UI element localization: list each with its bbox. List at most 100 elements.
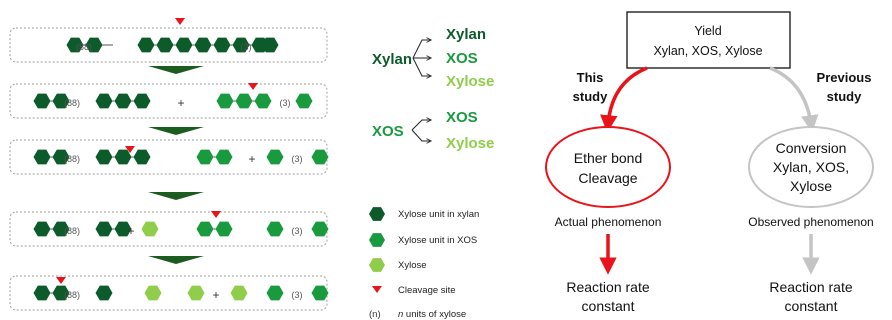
left-circle-line1: Ether bond <box>574 150 643 166</box>
row3-hexagon-icon <box>95 149 113 165</box>
row2-label-3: (3) <box>280 98 291 108</box>
xylose-hexagon-icon <box>369 258 385 272</box>
row4-cleavage-site <box>211 211 221 218</box>
legend-label-xylan: Xylose unit in xylan <box>398 209 479 220</box>
xos-branch-down <box>411 129 430 141</box>
row3-hexagon-icon <box>114 149 132 165</box>
row5-hexagon-icon <box>311 285 329 301</box>
row5-plus: + <box>212 288 219 302</box>
row4-hexagon-icon <box>95 221 113 237</box>
row1-label-3: (3) <box>241 42 252 52</box>
row4-hexagon-icon <box>196 221 214 237</box>
row2-hexagon-icon <box>295 93 313 109</box>
xylan-branch-up <box>412 40 430 59</box>
row2-cleavage-site <box>248 83 258 90</box>
row4-label-88: (88) <box>64 226 80 236</box>
row2-hexagon-icon <box>114 93 132 109</box>
xylan-source-label: Xylan <box>372 51 412 68</box>
row2-hexagon-icon <box>216 93 234 109</box>
row1-hexagon-icon <box>175 37 193 53</box>
legend-label-n: n units of xylose <box>398 309 466 320</box>
row5-hexagon-icon <box>52 285 70 301</box>
legend-label-cleavage: Cleavage site <box>398 285 456 296</box>
row2-plus: + <box>177 96 184 110</box>
row3-hexagon-icon <box>52 149 70 165</box>
step-arrow-2 <box>148 127 204 135</box>
row1-label-88: (88) <box>76 42 92 52</box>
row1-hexagon-icon <box>85 37 103 53</box>
legend-label-xylose: Xylose <box>398 260 427 271</box>
xylose-chains <box>33 18 329 301</box>
xos-product-xos: XOS <box>446 109 478 126</box>
row4-hexagon-icon <box>215 221 233 237</box>
xylan-product-xylose: Xylose <box>446 73 494 90</box>
yield-box <box>626 11 791 69</box>
right-result-line2: constant <box>785 298 838 314</box>
xos-product-xylose: Xylose <box>446 135 494 152</box>
row5-hexagon-icon <box>144 285 162 301</box>
xylan-hexagon-icon <box>369 207 385 221</box>
row3-hexagon-icon <box>311 149 329 165</box>
right-circle-line2: Xylan, XOS, <box>773 159 849 175</box>
this-study-arrow <box>600 66 648 133</box>
row1-hexagon-icon <box>194 37 212 53</box>
row3-hexagon-icon <box>215 149 233 165</box>
row5-hexagon-icon <box>266 285 284 301</box>
row3-hexagon-icon <box>33 149 51 165</box>
row5-hexagon-icon <box>230 285 248 301</box>
yield-box-title: Yield <box>694 24 721 38</box>
step-arrow-3 <box>148 192 204 200</box>
xos-branch-up <box>411 120 430 131</box>
right-label-line1: Previous <box>817 70 872 85</box>
right-label-line2: study <box>827 89 862 104</box>
left-result-line1: Reaction rate <box>566 279 649 295</box>
row1-hexagon-icon <box>213 37 231 53</box>
xylan-product-xos: XOS <box>446 50 478 67</box>
row3-cleavage-site <box>125 146 135 153</box>
row2-hexagon-icon <box>235 93 253 109</box>
row2-hexagon-icon <box>95 93 113 109</box>
legend-label-xos: Xylose unit in XOS <box>398 235 477 246</box>
row5-hexagon-icon <box>95 285 113 301</box>
row1-hexagon-icon <box>232 37 250 53</box>
row2-hexagon-icon <box>133 93 151 109</box>
row3-hexagon-icon <box>196 149 214 165</box>
row4-hexagon-icon <box>33 221 51 237</box>
left-label-line2: study <box>573 89 608 104</box>
xylan-product-xylan: Xylan <box>446 26 486 43</box>
row3-plus: + <box>248 152 255 166</box>
row5-label-3: (3) <box>292 290 303 300</box>
row4-hexagon-icon <box>52 221 70 237</box>
row3-hexagon-icon <box>266 149 284 165</box>
observed-phenomenon-label: Observed phenomenon <box>748 215 873 229</box>
xylan-branch-down <box>412 57 430 76</box>
row4-plus: + <box>127 224 134 238</box>
row1-hexagon-icon <box>261 37 279 53</box>
row4-label-3: (3) <box>292 226 303 236</box>
row1-cleavage-site <box>175 18 185 25</box>
row2-hexagon-icon <box>52 93 70 109</box>
legend <box>369 207 385 293</box>
row5-cleavage-site <box>56 277 66 284</box>
row3-label-88: (88) <box>64 154 80 164</box>
row3-hexagon-icon <box>133 149 151 165</box>
step-arrow-1 <box>148 66 204 74</box>
yield-box-values: Xylan, XOS, Xylose <box>653 44 762 58</box>
row3-label-3: (3) <box>292 154 303 164</box>
row4-hexagon-icon <box>266 221 284 237</box>
row4-hexagon-icon <box>311 221 329 237</box>
row5-hexagon-icon <box>187 285 205 301</box>
scheme-row-1-box <box>9 27 328 63</box>
row5-label-88: (88) <box>64 290 80 300</box>
row5-hexagon-icon <box>33 285 51 301</box>
left-label-line1: This <box>577 70 604 85</box>
left-circle-line2: Cleavage <box>578 170 637 186</box>
row4-hexagon-icon <box>114 221 132 237</box>
cleavage-triangle-icon <box>372 286 382 293</box>
row1-hexagon-icon <box>66 37 84 53</box>
row4-hexagon-icon <box>141 221 159 237</box>
row1-hexagon-icon <box>137 37 155 53</box>
legend-n-prefix: (n) <box>369 309 381 320</box>
actual-phenomenon-label: Actual phenomenon <box>555 215 662 229</box>
